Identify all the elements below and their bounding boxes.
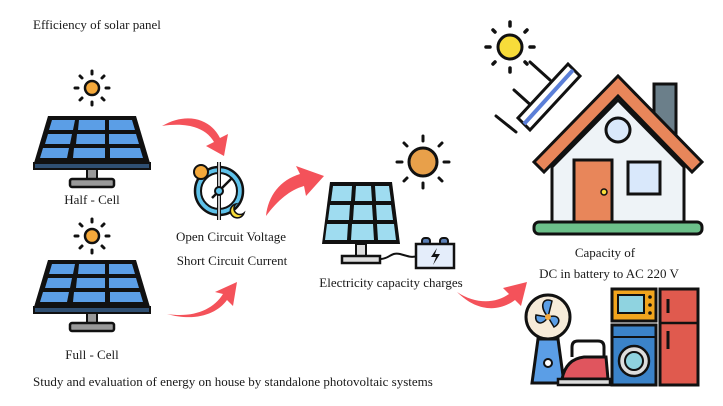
washing-machine-icon <box>610 323 658 387</box>
open-circuit-voltage-label: Open Circuit Voltage <box>175 229 287 244</box>
battery-icon <box>414 237 456 270</box>
moon-icon <box>229 202 246 219</box>
caption: Study and evaluation of energy on house … <box>33 374 433 389</box>
electricity-capacity-label: Electricity capacity charges <box>319 275 463 290</box>
arrow-half-to-clock <box>162 118 228 156</box>
capacity-label-line2: DC in battery to AC 220 V <box>539 266 679 281</box>
efficiency-title: Efficiency of solar panel <box>33 17 161 32</box>
sun-icon <box>484 20 536 74</box>
iron-icon <box>556 339 612 387</box>
rooftop-solar-panel-icon <box>494 60 583 134</box>
refrigerator-icon <box>658 287 700 387</box>
fan-icon <box>524 293 572 385</box>
sun-icon <box>193 164 209 180</box>
microwave-icon <box>610 287 658 323</box>
sun-icon <box>73 217 111 255</box>
short-circuit-current-label: Short Circuit Current <box>176 253 288 268</box>
half-cell-label: Half - Cell <box>64 192 120 207</box>
full-cell-label: Full - Cell <box>65 347 119 362</box>
arrow-clock-to-charger <box>266 166 324 216</box>
arrow-charger-to-appliances <box>457 282 527 309</box>
sun-icon <box>395 134 451 190</box>
house-with-solar-roof-icon <box>484 20 705 236</box>
household-appliances-icon <box>524 287 700 387</box>
half-cell-solar-panel-icon <box>33 69 151 189</box>
capacity-label-line1: Capacity of <box>574 245 636 260</box>
day-night-clock-icon <box>193 162 246 220</box>
sun-icon <box>73 69 111 107</box>
arrow-full-to-clock <box>167 282 237 318</box>
solar-charging-battery-icon <box>322 134 456 270</box>
full-cell-solar-panel-icon <box>33 217 151 333</box>
